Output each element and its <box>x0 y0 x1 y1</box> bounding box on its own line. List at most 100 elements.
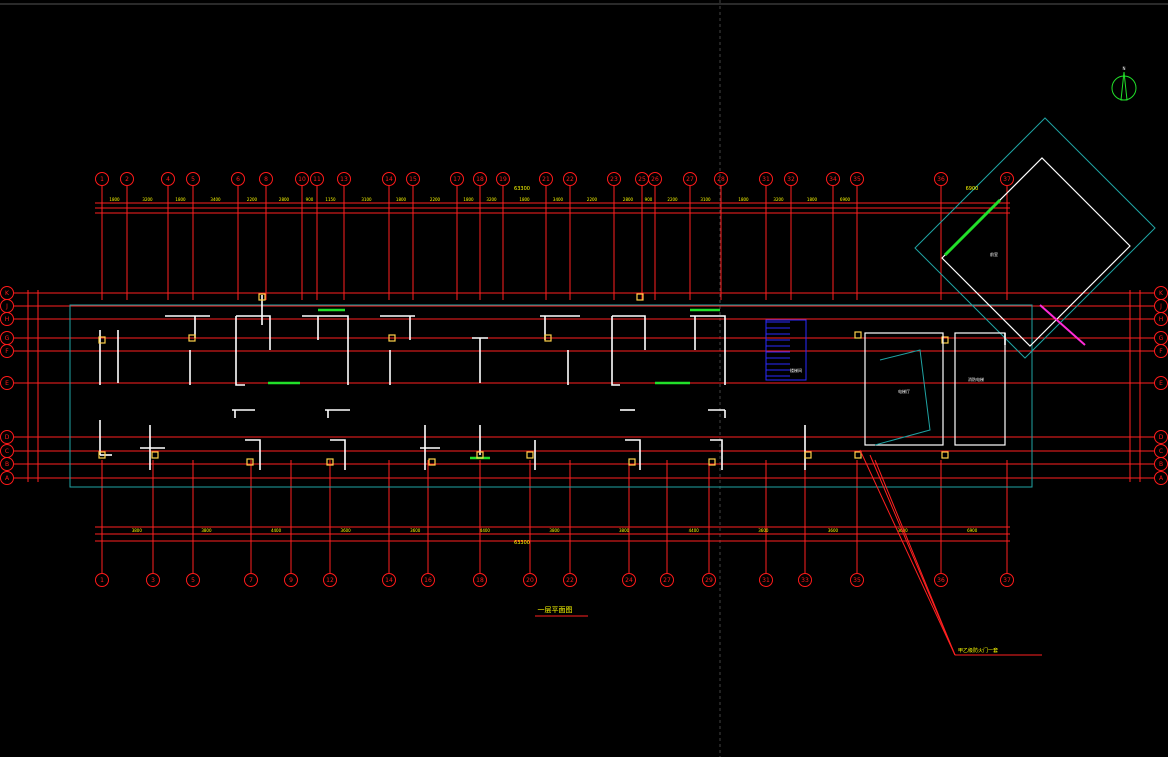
building-footprint <box>69 304 1033 488</box>
axis-bubble-left-B: B <box>0 457 14 471</box>
axis-bubble-top-23-label: 23 <box>610 176 618 183</box>
axis-bubble-top-5-circle <box>186 172 200 186</box>
axis-bubble-top-6: 6 <box>231 172 245 186</box>
dim-top-12: 3200 <box>486 197 497 202</box>
axis-bubble-bottom-14-label: 14 <box>385 577 393 584</box>
axis-bubble-bottom-1: 1 <box>95 573 109 587</box>
axis-bubble-top-13-label: 13 <box>340 176 348 183</box>
column-7 <box>151 451 159 459</box>
axis-bubble-top-27-circle <box>683 172 697 186</box>
axis-bubble-bottom-29-circle <box>702 573 716 587</box>
axis-bubble-top-36-circle <box>934 172 948 186</box>
wall-segment-22 <box>330 439 346 470</box>
axis-bubble-top-26-label: 26 <box>651 176 659 183</box>
axis-bubble-top-36: 36 <box>934 172 948 186</box>
north-arrow: N <box>1111 66 1137 101</box>
column-15 <box>804 451 812 459</box>
axis-bubble-top-32-label: 32 <box>787 176 795 183</box>
axis-bubble-top-32-circle <box>784 172 798 186</box>
axis-bubble-top-14: 14 <box>382 172 396 186</box>
callout-leader-3 <box>859 449 956 656</box>
north-arrow-pointer <box>1120 71 1128 101</box>
axis-bubble-top-2: 2 <box>120 172 134 186</box>
axis-bubble-bottom-37: 37 <box>1000 573 1014 587</box>
axis-bubble-top-15-label: 15 <box>409 176 417 183</box>
column-12 <box>526 451 534 459</box>
axis-bubble-top-28-circle <box>714 172 728 186</box>
axis-bubble-bottom-31: 31 <box>759 573 773 587</box>
room-label-wing: 前室 <box>990 251 998 257</box>
axis-bubble-top-21-circle <box>539 172 553 186</box>
rotated-wing-window <box>943 198 1002 257</box>
axis-bubble-left-F-circle <box>0 344 14 358</box>
wall-segment-20 <box>140 425 165 470</box>
axis-bubble-top-25-label: 25 <box>638 176 646 183</box>
axis-bubble-bottom-24-label: 24 <box>625 577 633 584</box>
axis-bubble-top-8: 8 <box>259 172 273 186</box>
wall-segment-21 <box>245 439 261 470</box>
axis-bubble-top-28-label: 28 <box>717 176 725 183</box>
dim-top-6: 900 <box>306 197 314 202</box>
column-3 <box>388 334 396 342</box>
column-10 <box>428 458 436 466</box>
axis-bubble-top-37-label: 37 <box>1003 176 1011 183</box>
axis-bubble-bottom-3-circle <box>146 573 160 587</box>
axis-bubble-top-6-circle <box>231 172 245 186</box>
axis-bubble-top-4: 4 <box>161 172 175 186</box>
axis-bubble-bottom-7-label: 7 <box>249 577 253 584</box>
axis-bubble-top-35: 35 <box>850 172 864 186</box>
axis-bubble-bottom-14: 14 <box>382 573 396 587</box>
dim-top-20: 1800 <box>738 197 749 202</box>
axis-bubble-top-37-circle <box>1000 172 1014 186</box>
axis-bubble-right-K-label: K <box>1159 290 1164 297</box>
dim-top-3: 3400 <box>210 197 221 202</box>
columns <box>98 293 949 466</box>
axis-bubble-bottom-7: 7 <box>244 573 258 587</box>
wall-segment-15 <box>690 315 726 385</box>
dim-top-2: 1800 <box>175 197 186 202</box>
dim-bottom-4: 3600 <box>410 528 421 533</box>
axis-bubble-top-26: 26 <box>648 172 662 186</box>
dim-top-16: 2800 <box>623 197 634 202</box>
axis-bubble-top-10-circle <box>295 172 309 186</box>
axis-bubble-right-H-label: H <box>1159 316 1164 323</box>
axis-bubble-top-31: 31 <box>759 172 773 186</box>
axis-bubble-top-26-circle <box>648 172 662 186</box>
axis-bubble-right-F-label: F <box>1159 348 1163 355</box>
axis-bubble-top-32: 32 <box>784 172 798 186</box>
axis-bubble-top-14-label: 14 <box>385 176 393 183</box>
axis-bubble-bottom-24-circle <box>622 573 636 587</box>
axis-bubble-top-34-label: 34 <box>829 176 837 183</box>
axis-bubble-top-13: 13 <box>337 172 351 186</box>
dim-bottom-8: 4400 <box>689 528 700 533</box>
axis-bubble-bottom-5-circle <box>186 573 200 587</box>
north-arrow-label: N <box>1123 66 1126 71</box>
wall-segment-17 <box>325 409 350 418</box>
column-16 <box>854 451 862 459</box>
axis-bubble-bottom-35-circle <box>850 573 864 587</box>
dim-top-0: 1800 <box>109 197 120 202</box>
dim-top-23: 6900 <box>840 197 851 202</box>
axis-bubble-bottom-36: 36 <box>934 573 948 587</box>
axis-bubble-top-6-label: 6 <box>236 176 240 183</box>
axis-bubble-bottom-9-circle <box>284 573 298 587</box>
dim-top-11: 1800 <box>463 197 474 202</box>
axis-bubble-left-A: A <box>0 471 14 485</box>
room-label-stair: 楼梯间 <box>790 367 802 373</box>
axis-bubble-right-C-label: C <box>1159 448 1163 455</box>
axis-bubble-bottom-20-label: 20 <box>526 577 534 584</box>
axis-bubble-top-19: 19 <box>496 172 510 186</box>
axis-bubble-bottom-7-circle <box>244 573 258 587</box>
dim-top-7: 1150 <box>325 197 336 202</box>
axis-bubble-bottom-14-circle <box>382 573 396 587</box>
axis-bubble-left-C-label: C <box>5 448 9 455</box>
axis-bubble-bottom-33-label: 33 <box>801 577 809 584</box>
axis-bubble-left-H-label: H <box>5 316 10 323</box>
wall-segment-26 <box>625 439 641 470</box>
axis-bubble-top-21: 21 <box>539 172 553 186</box>
axis-bubble-top-2-circle <box>120 172 134 186</box>
axis-bubble-top-18-label: 18 <box>476 176 484 183</box>
